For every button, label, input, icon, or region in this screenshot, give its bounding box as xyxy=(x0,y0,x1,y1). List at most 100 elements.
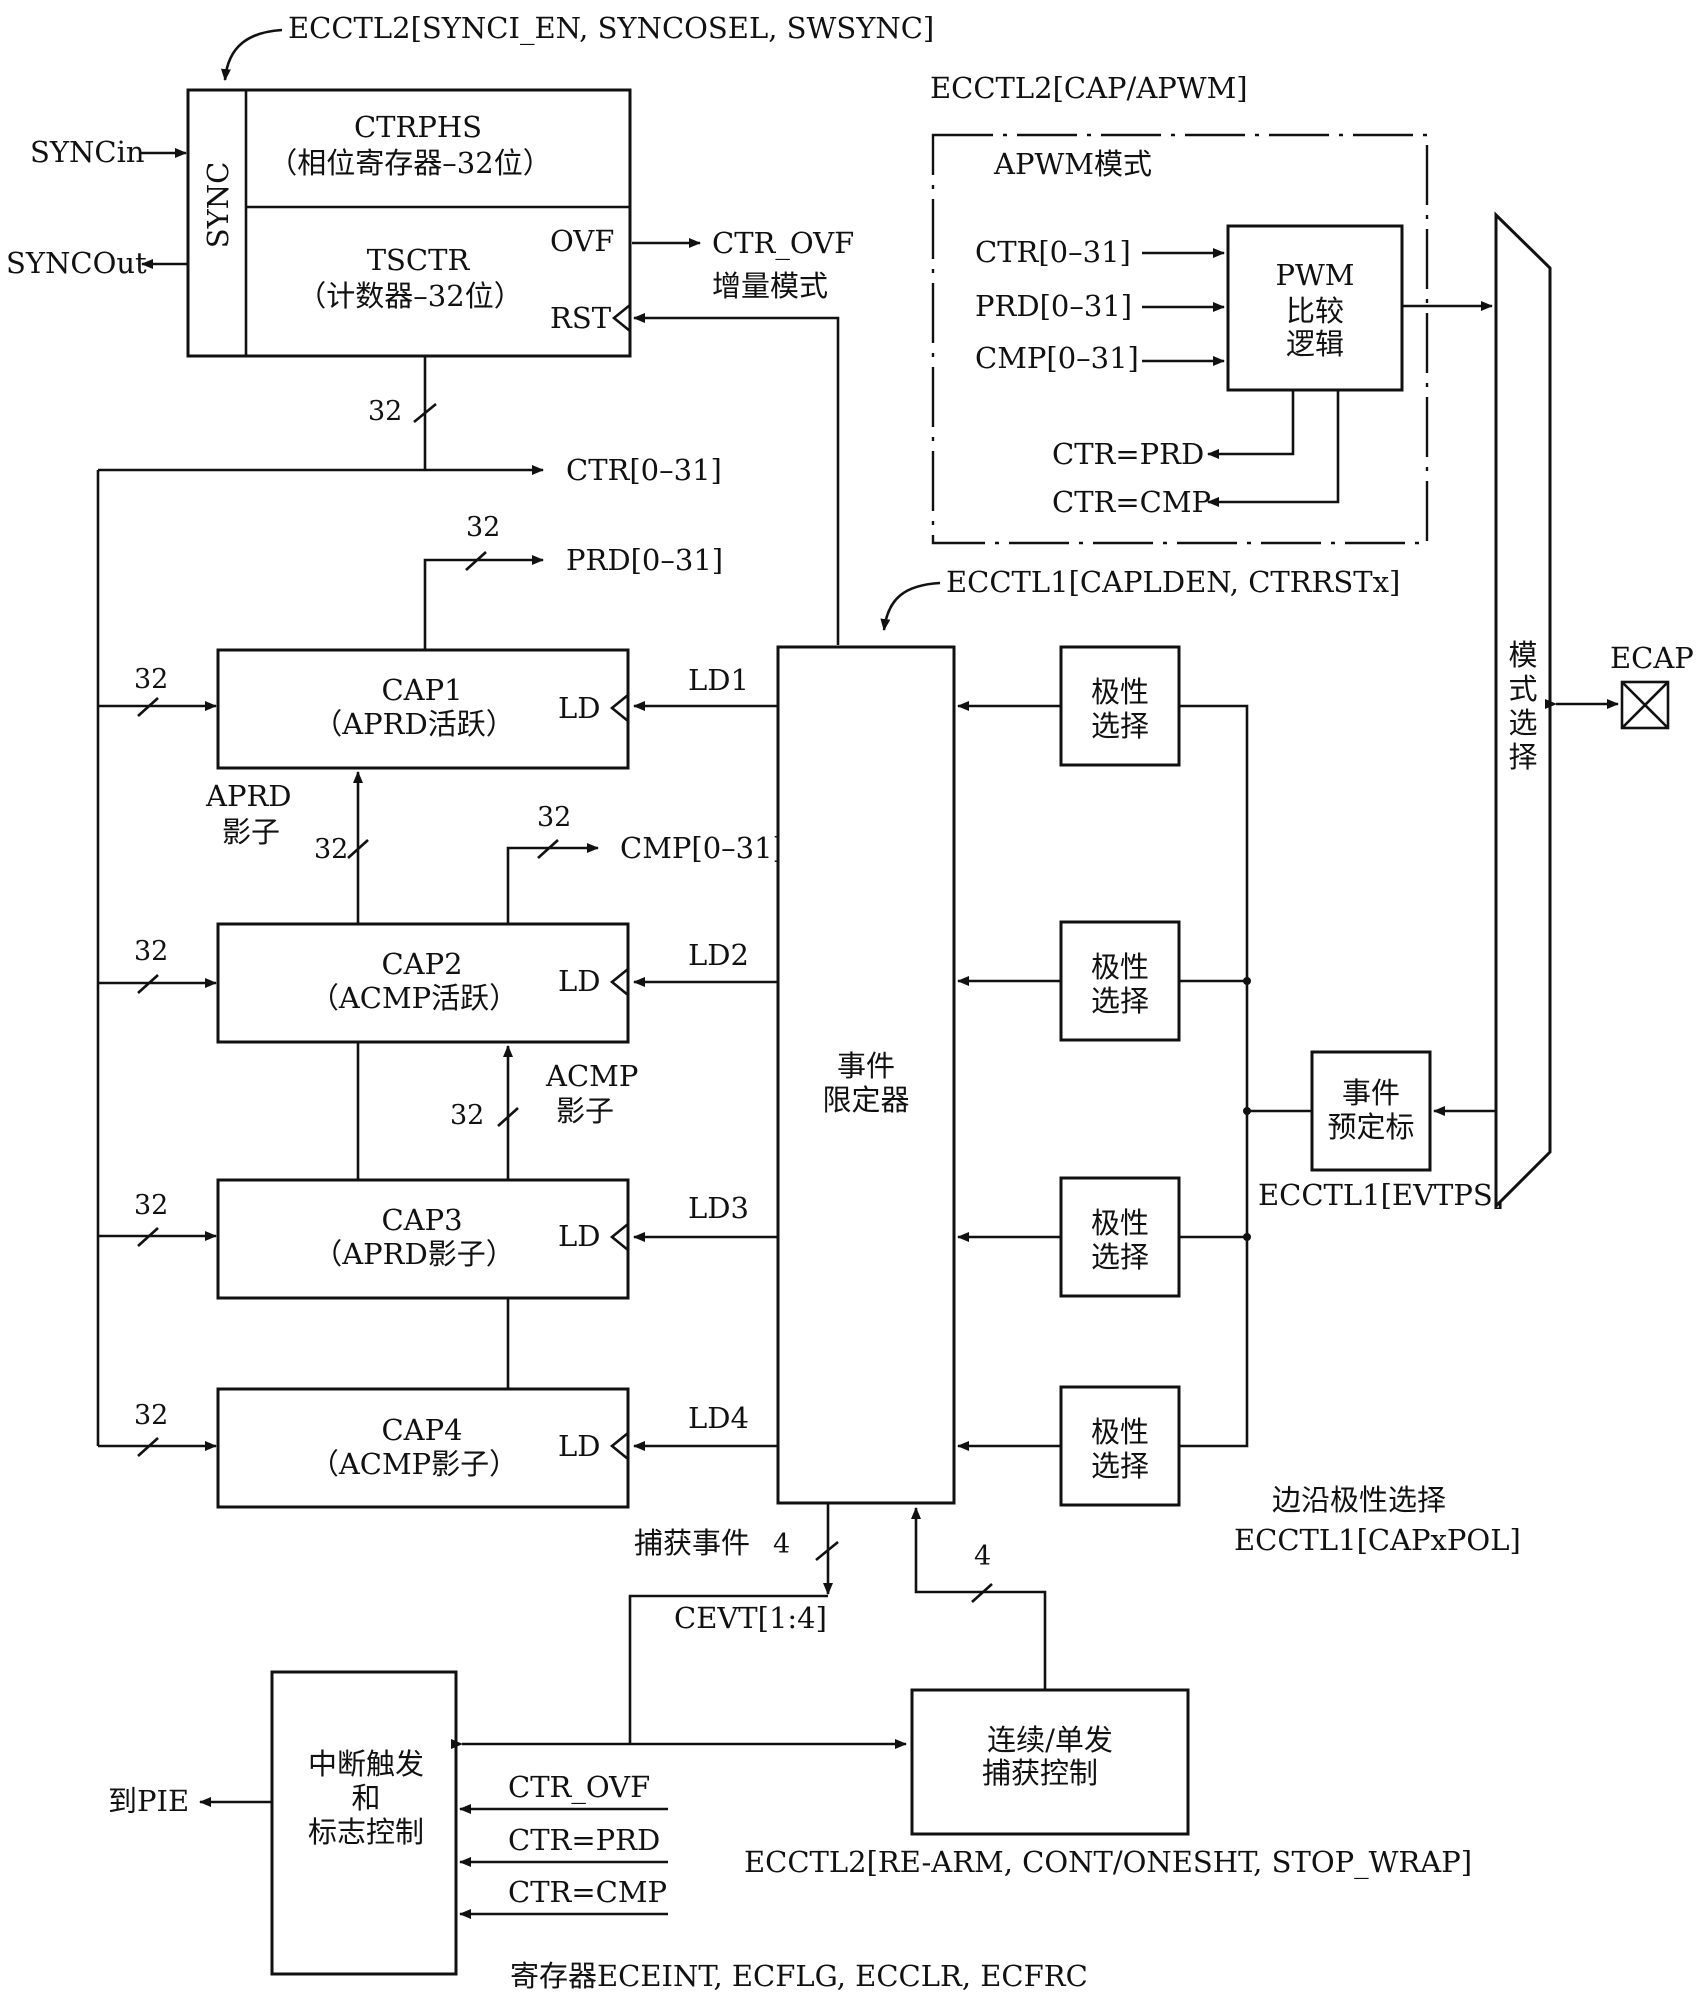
cap1-ld: LD xyxy=(558,691,601,725)
mode-select-mux: 模 式 选 择 xyxy=(1494,211,1552,1210)
ecap-pin-icon xyxy=(1620,680,1670,730)
cmp-bus-label: CMP[0–31] xyxy=(620,831,784,865)
qualifier-label-1: 事件 xyxy=(837,1049,895,1083)
delta-mode-label: 增量模式 xyxy=(712,269,828,303)
pwm-label-1: PWM xyxy=(1275,258,1354,292)
ecap-label: ECAP xyxy=(1610,641,1694,675)
cap3-register: CAP3 （APRD影子） LD xyxy=(216,1178,630,1300)
polarity-select-2: 极性 选择 xyxy=(1059,920,1181,1042)
mode-select-char-1: 模 xyxy=(1508,638,1537,672)
pwm-prd-input-label: PRD[0–31] xyxy=(975,289,1132,323)
tsctr-desc: （计数器–32位） xyxy=(297,279,522,313)
apwm-region xyxy=(931,133,1429,545)
to-pie-label: 到PIE xyxy=(108,1784,189,1818)
sync-label: SYNC xyxy=(201,162,235,249)
pwm-cmp-input-label: CMP[0–31] xyxy=(975,341,1139,375)
ecctl1-capxpol-label: ECCTL1[CAPxPOL] xyxy=(1234,1523,1521,1557)
bus-width-cap4: 32 xyxy=(134,1400,168,1431)
ctr-eq-prd-label: CTR=PRD xyxy=(1052,437,1204,471)
ecctl2-sync-label: ECCTL2[SYNCI_EN, SYNCOSEL, SWSYNC] xyxy=(288,11,934,46)
cap4-register: CAP4 （ACMP影子） LD xyxy=(216,1387,630,1509)
polarity-select-3: 极性 选择 xyxy=(1059,1176,1181,1298)
cevt-label: CEVT[1:4] xyxy=(674,1601,827,1635)
event-prescaler-block: 事件 预定标 xyxy=(1310,1050,1432,1172)
polarity-select-1-line1: 极性 xyxy=(1091,675,1149,709)
apwm-mode-label: APWM模式 xyxy=(993,147,1152,181)
ecctl2-cap-apwm-label: ECCTL2[CAP/APWM] xyxy=(930,71,1248,105)
int-in-ctr-prd: CTR=PRD xyxy=(508,1823,660,1857)
cap2-name: CAP2 xyxy=(381,947,462,981)
int-in-ctr-ovf: CTR_OVF xyxy=(508,1770,650,1805)
cap1-desc: （APRD活跃） xyxy=(313,707,515,741)
pwm-compare-logic-block: PWM 比较 逻辑 xyxy=(1226,224,1404,392)
cap1-name: CAP1 xyxy=(381,673,462,707)
ecctl2-rearm-label: ECCTL2[RE-ARM, CONT/ONESHT, STOP_WRAP] xyxy=(744,1845,1472,1880)
polarity-select-4-line1: 极性 xyxy=(1091,1415,1149,1449)
ovf-label: OVF xyxy=(550,224,614,258)
bus-width-cap1: 32 xyxy=(134,664,168,695)
counter-block: SYNC CTRPHS （相位寄存器–32位） TSCTR （计数器–32位） … xyxy=(186,88,632,358)
qualifier-label-2: 限定器 xyxy=(822,1083,909,1117)
mode-select-char-3: 选 xyxy=(1508,706,1537,740)
bus-width-acmp: 32 xyxy=(450,1100,484,1131)
cap2-ld: LD xyxy=(558,964,601,998)
polarity-select-2-line2: 选择 xyxy=(1091,984,1149,1018)
interrupt-flag-control-block: 中断触发 和 标志控制 xyxy=(270,1670,458,1976)
cap3-ld: LD xyxy=(558,1219,601,1253)
mode-select-char-2: 式 xyxy=(1508,672,1537,706)
ctrphs-name: CTRPHS xyxy=(354,110,482,144)
prescaler-label-2: 预定标 xyxy=(1327,1110,1414,1144)
int-label-3: 标志控制 xyxy=(308,1815,424,1849)
ld2-label: LD2 xyxy=(688,938,749,972)
ctr-eq-cmp-label: CTR=CMP xyxy=(1052,485,1211,519)
int-in-ctr-cmp: CTR=CMP xyxy=(508,1875,667,1909)
cap3-desc: （APRD影子） xyxy=(313,1237,515,1271)
prd-bus-label: PRD[0–31] xyxy=(566,543,723,577)
int-label-1: 中断触发 xyxy=(308,1747,424,1781)
pwm-ctr-input-label: CTR[0–31] xyxy=(975,235,1131,269)
edge-polarity-select-label: 边沿极性选择 xyxy=(1272,1483,1446,1517)
bus-width-cmp: 32 xyxy=(537,802,571,833)
capture-events-label: 捕获事件 xyxy=(634,1526,750,1560)
cap4-desc: （ACMP影子） xyxy=(310,1447,518,1481)
cap4-ld: LD xyxy=(558,1429,601,1463)
event-qualifier-block: 事件 限定器 xyxy=(776,645,956,1505)
acmp-shadow-label-2: 影子 xyxy=(556,1094,614,1128)
cap2-desc: （ACMP活跃） xyxy=(310,981,518,1015)
ctr-bus-label: CTR[0–31] xyxy=(566,453,722,487)
ctr-ovf-label: CTR_OVF xyxy=(712,226,854,261)
polarity-select-1: 极性 选择 xyxy=(1059,645,1181,767)
polarity-select-3-line2: 选择 xyxy=(1091,1240,1149,1274)
rst-label: RST xyxy=(550,301,612,335)
cont-label-1: 连续/单发 xyxy=(987,1723,1113,1757)
pwm-label-2: 比较 xyxy=(1286,294,1344,328)
polarity-select-4-line2: 选择 xyxy=(1091,1449,1149,1483)
cont-oneshot-control-block: 连续/单发 捕获控制 xyxy=(910,1688,1190,1836)
bus-width-cevt: 4 xyxy=(773,1529,790,1560)
cont-label-2: 捕获控制 xyxy=(982,1756,1098,1790)
ld4-label: LD4 xyxy=(688,1401,749,1435)
mode-select-char-4: 择 xyxy=(1508,740,1537,774)
bus-width-aprd: 32 xyxy=(314,834,348,865)
rst-clock-icon xyxy=(611,303,631,333)
int-label-2: 和 xyxy=(351,1781,380,1815)
sync-in-label: SYNCin xyxy=(30,135,145,169)
bus-width-cap3: 32 xyxy=(134,1190,168,1221)
cap1-register: CAP1 （APRD活跃） LD xyxy=(216,648,630,770)
polarity-select-3-line1: 极性 xyxy=(1091,1206,1149,1240)
prescaler-label-1: 事件 xyxy=(1342,1076,1400,1110)
ctrphs-desc: （相位寄存器–32位） xyxy=(268,146,551,180)
aprd-shadow-label-1: APRD xyxy=(205,779,292,813)
cap2-register: CAP2 （ACMP活跃） LD xyxy=(216,922,630,1044)
bus-width-cap2: 32 xyxy=(134,936,168,967)
bus-width-ctr: 32 xyxy=(368,396,402,427)
polarity-select-1-line2: 选择 xyxy=(1091,709,1149,743)
ecctl1-capldens-label: ECCTL1[CAPLDEN, CTRRSTx] xyxy=(946,565,1400,599)
ecctl2-sync-arrow xyxy=(220,28,283,81)
ecctl1-evtps-label: ECCTL1[EVTPS] xyxy=(1258,1178,1504,1212)
registers-label: 寄存器ECEINT, ECFLG, ECCLR, ECFRC xyxy=(510,1959,1088,1993)
bus-width-rearm: 4 xyxy=(974,1541,991,1572)
acmp-shadow-label-1: ACMP xyxy=(545,1059,638,1093)
sync-out-label: SYNCOut xyxy=(6,246,147,280)
